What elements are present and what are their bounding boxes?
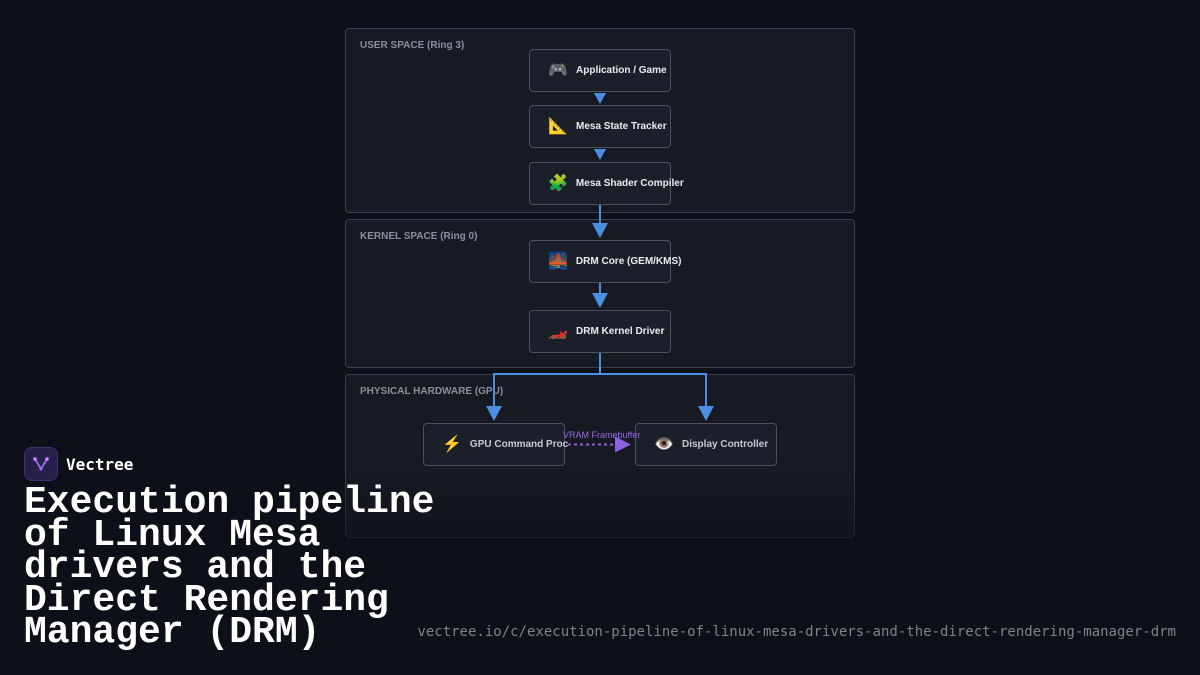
edge-driver-to-display-arrowhead (698, 406, 714, 421)
race-car-icon: 🏎️ (548, 322, 568, 340)
node-label: Display Controller (682, 439, 769, 450)
node-label: GPU Command Proc (469, 439, 569, 450)
edge-gpu-to-display-arrowhead (615, 436, 631, 453)
node-mesa-state-tracker[interactable]: 📐 Mesa State Tracker (529, 105, 671, 148)
page-title: Execution pipeline of Linux Mesa drivers… (24, 481, 435, 654)
node-label: DRM Kernel Driver (576, 326, 665, 337)
node-label: Mesa Shader Compiler (575, 178, 684, 189)
node-drm-core[interactable]: 🌉 DRM Core (GEM/KMS) (529, 240, 681, 283)
node-mesa-shader-compiler[interactable]: 🧩 Mesa Shader Compiler (529, 162, 684, 205)
edge-driver-to-display (600, 373, 707, 406)
game-controller-icon: 🎮 (548, 61, 568, 79)
vectree-logo-icon (24, 447, 58, 481)
node-label: Application / Game (576, 65, 667, 76)
bridge-icon: 🌉 (548, 252, 568, 270)
edge-app-to-state-arrowhead (594, 93, 606, 104)
zone-label: USER SPACE (Ring 3) (360, 40, 465, 51)
brand[interactable]: Vectree (24, 447, 133, 481)
eye-icon: 👁️ (654, 435, 674, 453)
brand-name: Vectree (66, 454, 134, 474)
triangular-ruler-icon: 📐 (548, 117, 568, 135)
edge-driver-to-gpu (493, 353, 601, 406)
node-label: Mesa State Tracker (576, 121, 667, 132)
edge-state-to-compiler-arrowhead (594, 149, 606, 160)
node-drm-kernel-driver[interactable]: 🏎️ DRM Kernel Driver (529, 310, 671, 353)
node-application-game[interactable]: 🎮 Application / Game (529, 49, 671, 92)
page-url[interactable]: vectree.io/c/execution-pipeline-of-linux… (417, 624, 1176, 640)
bottom-fade-overlay (0, 470, 1200, 675)
edge-drmcore-to-driver-arrowhead (592, 293, 608, 308)
edge-label-vram-framebuffer: VRAM Framebuffer (563, 430, 641, 440)
zone-label: KERNEL SPACE (Ring 0) (360, 231, 478, 242)
node-gpu-command-processor[interactable]: ⚡ GPU Command Proc (423, 423, 569, 466)
node-display-controller[interactable]: 👁️ Display Controller (635, 423, 777, 466)
edge-driver-to-gpu-arrowhead (486, 406, 502, 421)
lightning-icon: ⚡ (442, 435, 462, 453)
zone-label: PHYSICAL HARDWARE (GPU) (360, 386, 504, 397)
edge-compiler-to-drmcore-arrowhead (592, 223, 608, 238)
node-label: DRM Core (GEM/KMS) (575, 256, 682, 267)
puzzle-piece-icon: 🧩 (548, 174, 568, 192)
